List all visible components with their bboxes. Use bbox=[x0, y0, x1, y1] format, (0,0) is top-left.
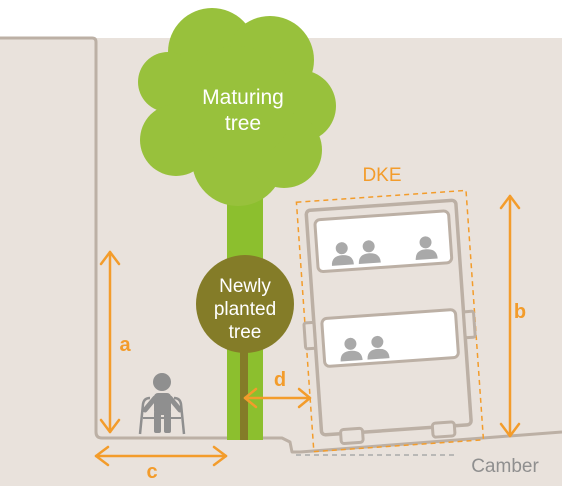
maturing-tree-canopy bbox=[138, 8, 336, 206]
double-decker-bus bbox=[295, 189, 485, 453]
bus-mirror-left bbox=[302, 320, 318, 351]
dke-label: DKE bbox=[362, 165, 401, 186]
pedestrian-with-walker-icon bbox=[138, 373, 186, 435]
dimension-d-label: d bbox=[274, 369, 286, 391]
dimension-arrows bbox=[94, 194, 521, 467]
newly-planted-tree-label-line2: planted bbox=[214, 299, 276, 320]
newly-planted-tree-label-line1: Newly bbox=[219, 276, 271, 297]
maturing-tree-label-line1: Maturing bbox=[202, 86, 284, 109]
dimension-c-label: c bbox=[146, 461, 157, 483]
bus-wheel-left bbox=[339, 426, 365, 445]
bus-wheel-right bbox=[430, 420, 457, 439]
dimension-b-label: b bbox=[514, 301, 526, 323]
maturing-tree: Maturing tree bbox=[138, 8, 336, 440]
newly-planted-tree-trunk bbox=[240, 340, 248, 440]
newly-planted-tree-label-line3: tree bbox=[229, 322, 262, 343]
maturing-tree-label-line2: tree bbox=[225, 112, 261, 135]
dimension-a-label: a bbox=[119, 334, 131, 356]
lower-deck-passengers-icon bbox=[340, 335, 390, 362]
bus-mirror-right bbox=[462, 309, 477, 340]
newly-planted-tree: Newly planted tree bbox=[196, 255, 294, 440]
camber-label: Camber bbox=[471, 456, 539, 477]
upper-deck-passengers-icon bbox=[331, 236, 438, 266]
newly-planted-tree-canopy bbox=[196, 255, 294, 353]
wall-and-footpath-outline bbox=[0, 36, 562, 454]
